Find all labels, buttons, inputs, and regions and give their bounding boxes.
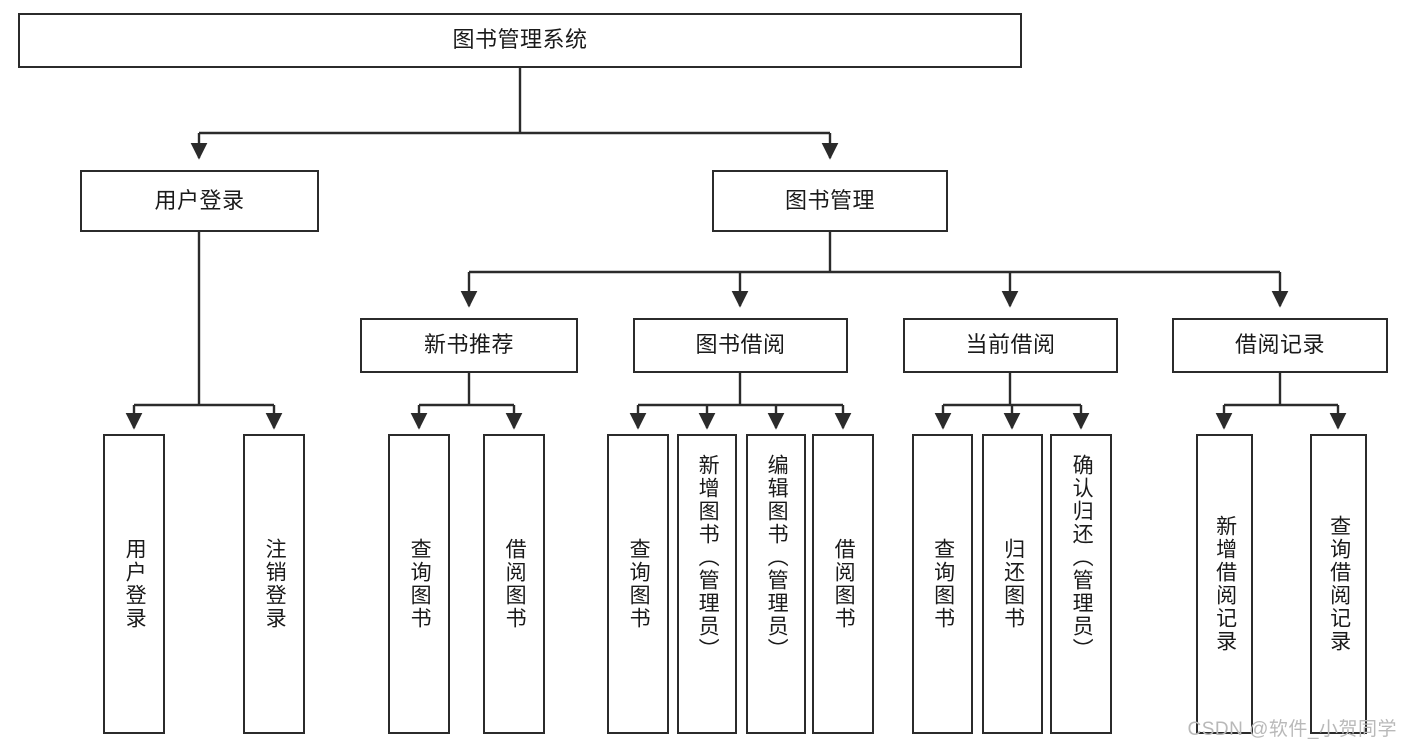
node-user-login[interactable]: 用户登录 <box>80 170 319 232</box>
node-book-manage[interactable]: 图书管理 <box>712 170 948 232</box>
node-label: 图书借阅 <box>695 332 786 358</box>
leaf-return-book[interactable]: 归还图书 <box>982 434 1043 734</box>
leaf-query-borrow-record[interactable]: 查询借阅记录 <box>1310 434 1367 734</box>
leaf-borrow-book-recommend[interactable]: 借阅图书 <box>483 434 545 734</box>
node-label: 新增图书（管理员） <box>696 454 720 661</box>
node-label: 查询借阅记录 <box>1327 515 1351 653</box>
leaf-add-borrow-record[interactable]: 新增借阅记录 <box>1196 434 1253 734</box>
leaf-logout-login[interactable]: 注销登录 <box>243 434 305 734</box>
node-label: 用户登录 <box>154 187 245 213</box>
node-label: 借阅图书 <box>832 538 856 630</box>
leaf-edit-book-admin[interactable]: 编辑图书（管理员） <box>746 434 806 734</box>
node-label: 归还图书 <box>1001 538 1025 630</box>
node-label: 查询图书 <box>408 538 432 630</box>
node-current-borrow[interactable]: 当前借阅 <box>903 318 1118 373</box>
node-new-book-recommend[interactable]: 新书推荐 <box>360 318 578 373</box>
leaf-query-book-recommend[interactable]: 查询图书 <box>388 434 450 734</box>
leaf-query-book-current[interactable]: 查询图书 <box>912 434 973 734</box>
node-label: 图书管理 <box>784 187 875 213</box>
node-book-borrow[interactable]: 图书借阅 <box>633 318 848 373</box>
node-root-system[interactable]: 图书管理系统 <box>18 13 1022 68</box>
node-label: 注销登录 <box>263 538 287 630</box>
node-label: 图书管理系统 <box>452 27 588 53</box>
node-label: 新增借阅记录 <box>1213 515 1237 653</box>
node-label: 借阅图书 <box>503 538 527 630</box>
node-label: 新书推荐 <box>423 332 514 358</box>
node-label: 用户登录 <box>123 538 147 630</box>
watermark-text: CSDN @软件_小贺同学 <box>1187 719 1397 740</box>
node-label: 确认归还（管理员） <box>1070 454 1094 661</box>
node-label: 编辑图书（管理员） <box>765 454 789 661</box>
node-borrow-record[interactable]: 借阅记录 <box>1172 318 1388 373</box>
leaf-confirm-return-admin[interactable]: 确认归还（管理员） <box>1050 434 1112 734</box>
node-label: 查询图书 <box>627 538 651 630</box>
leaf-user-login[interactable]: 用户登录 <box>103 434 165 734</box>
leaf-add-book-admin[interactable]: 新增图书（管理员） <box>677 434 737 734</box>
node-label: 当前借阅 <box>965 332 1056 358</box>
leaf-borrow-book[interactable]: 借阅图书 <box>812 434 874 734</box>
node-label: 借阅记录 <box>1234 332 1325 358</box>
node-label: 查询图书 <box>931 538 955 630</box>
leaf-query-book-borrow[interactable]: 查询图书 <box>607 434 669 734</box>
